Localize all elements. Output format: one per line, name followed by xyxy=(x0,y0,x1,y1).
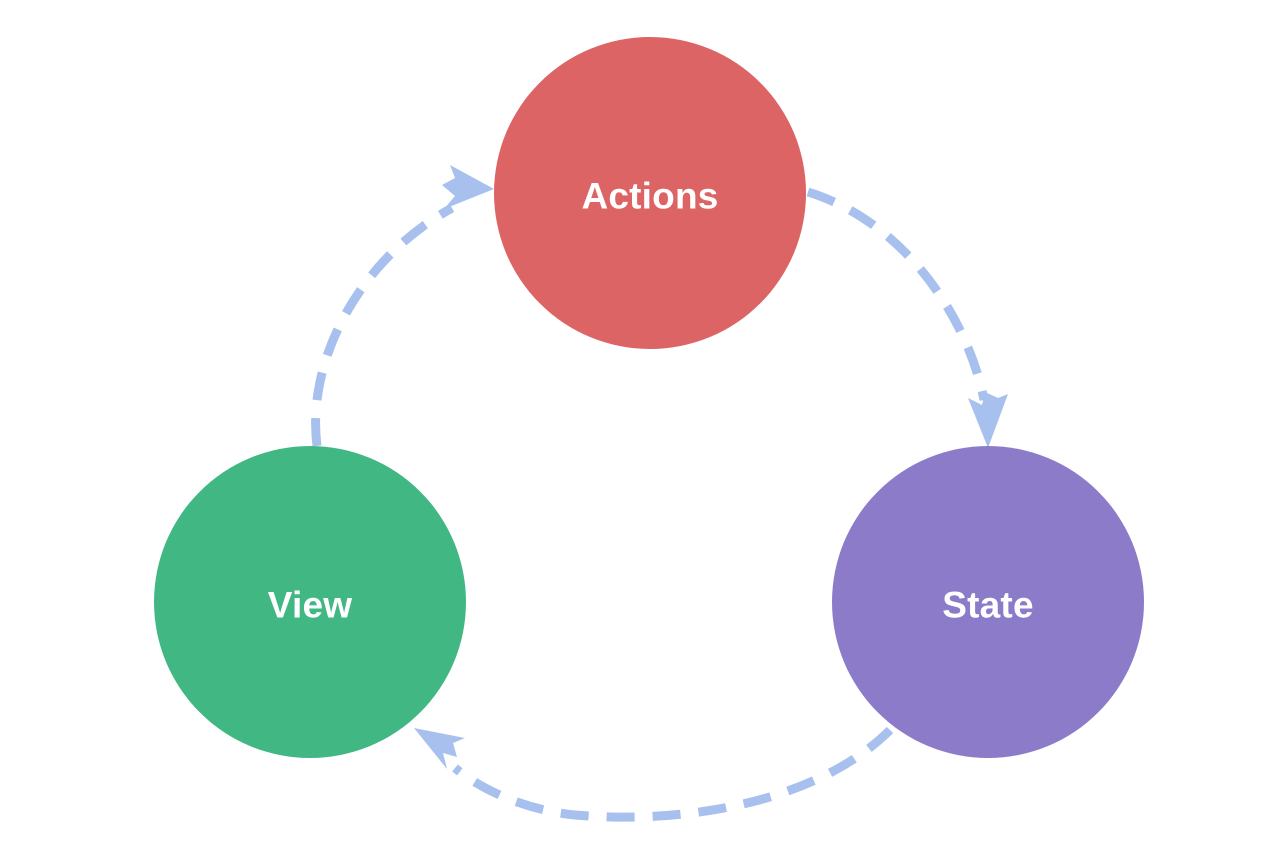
node-actions-label: Actions xyxy=(581,176,718,217)
edge-actions-to-state-line xyxy=(806,187,989,401)
node-actions-circle[interactable] xyxy=(494,37,806,349)
edge-view-to-actions-arrowhead xyxy=(442,165,494,209)
node-state[interactable]: State xyxy=(832,446,1144,758)
edge-view-to-actions xyxy=(311,165,494,447)
node-view-label: View xyxy=(268,585,352,626)
node-state-label: State xyxy=(942,585,1033,626)
node-view-circle[interactable] xyxy=(154,446,466,758)
edge-state-to-view xyxy=(414,726,894,822)
edge-state-to-view-line xyxy=(452,726,894,822)
node-view[interactable]: View xyxy=(154,446,466,758)
edge-state-to-view-arrowhead xyxy=(414,728,465,769)
edge-actions-to-state xyxy=(806,187,1008,448)
node-actions[interactable]: Actions xyxy=(494,37,806,349)
edges-layer xyxy=(311,165,1008,822)
edge-actions-to-state-arrowhead xyxy=(968,392,1008,448)
nodes-layer: Actions View State xyxy=(154,37,1144,758)
node-state-circle[interactable] xyxy=(832,446,1144,758)
edge-view-to-actions-line xyxy=(311,204,455,447)
